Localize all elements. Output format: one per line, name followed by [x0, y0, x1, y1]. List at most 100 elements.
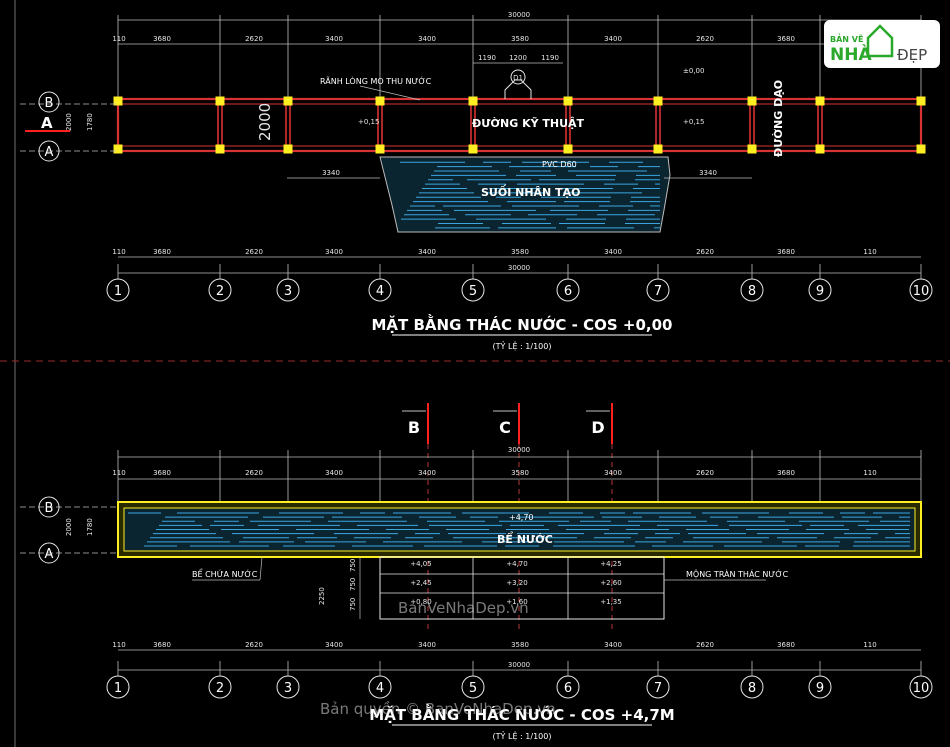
dim-3340-right: 3340	[699, 169, 717, 177]
dimension-label: 3580	[511, 641, 529, 649]
dimension-label: 2620	[696, 248, 714, 256]
plan1-title: MẶT BẰNG THÁC NƯỚC - COS +0,00	[372, 313, 673, 334]
axis-circle	[909, 278, 933, 302]
axis-circle	[808, 278, 832, 302]
dimension-label: 3680	[777, 641, 795, 649]
column	[653, 96, 663, 106]
axis-number-label: 1	[114, 284, 122, 299]
dimension-label: 3400	[604, 641, 622, 649]
dimension-label: 3400	[604, 469, 622, 477]
axis-circle	[208, 278, 232, 302]
elev-4-05: +4,05	[410, 560, 431, 568]
dimension-label: 110	[112, 35, 125, 43]
dimension-label: 3580	[511, 248, 529, 256]
dimension-label: 3680	[153, 641, 171, 649]
axis-circle	[368, 278, 392, 302]
house-icon	[866, 24, 894, 58]
dimension-label: 3680	[777, 469, 795, 477]
axis-circle	[208, 675, 232, 699]
axis-number-label: 6	[564, 681, 572, 696]
walkway-label: ĐƯỜNG DẠO	[772, 80, 785, 157]
axis-circle	[740, 675, 764, 699]
axis-number-label: 4	[376, 284, 384, 299]
dimension-label: 2620	[245, 35, 263, 43]
axis-number-label: 10	[913, 681, 930, 696]
detail-tag	[510, 69, 526, 85]
column	[215, 96, 225, 106]
dimension-label: 3680	[153, 248, 171, 256]
watermark-bottom: Bản quyền © BanVeNhaDep.vn	[320, 700, 556, 718]
elev-4-70: +4,70	[506, 560, 527, 568]
column	[916, 96, 926, 106]
elev-2-60: +2,60	[600, 579, 621, 587]
dimension-label: 110	[112, 641, 125, 649]
dimension-label: 2620	[245, 641, 263, 649]
dimension-label: 3580	[511, 35, 529, 43]
ditch-label: RÃNH LÒNG MO THU NƯỚC	[320, 75, 432, 86]
section-a-letter: A	[41, 114, 53, 132]
watermark-center: BanVeNhaDep.vn	[398, 599, 529, 617]
axis-number-label: 3	[284, 681, 292, 696]
axis-number-label: 5	[469, 681, 477, 696]
basin-label: BỂ CHỨA NƯỚC	[192, 567, 258, 579]
dim-3340-left: 3340	[322, 169, 340, 177]
dimension-label: 3400	[418, 641, 436, 649]
elev-3-20: +3,20	[506, 579, 527, 587]
span-dimension: 2000	[256, 103, 274, 141]
elevation-left: +0,15	[358, 118, 379, 126]
axis-number-label: 8	[748, 681, 756, 696]
axis-circle	[646, 278, 670, 302]
dimension-label: 110	[863, 248, 876, 256]
column	[747, 144, 757, 154]
plan2-scale: (TỶ LỆ : 1/100)	[493, 730, 552, 742]
column	[815, 144, 825, 154]
dim-2250: 2250	[318, 587, 326, 605]
dimension-label: 3400	[325, 35, 343, 43]
axis-a-label: A	[45, 145, 54, 160]
span-dimension-left: 2000	[65, 113, 73, 131]
dim-1190-left: 1190	[478, 54, 496, 62]
axis-circle	[461, 675, 485, 699]
dim-750-b: 750	[349, 578, 357, 591]
dim-750-a: 750	[349, 559, 357, 572]
dimension-label: 110	[863, 641, 876, 649]
pool-label: BỂ NƯỚC	[497, 531, 553, 546]
dimension-label: 3580	[511, 469, 529, 477]
dimension-label: 3400	[325, 641, 343, 649]
logo-text-1: BẢN VẼ	[830, 33, 863, 44]
column	[113, 144, 123, 154]
section-mark-letter: D	[591, 418, 604, 437]
gate-arch	[504, 79, 532, 99]
axis-circle	[276, 278, 300, 302]
axis-number-label: 2	[216, 284, 224, 299]
plan1-scale: (TỶ LỆ : 1/100)	[493, 340, 552, 352]
section-mark-letter: C	[499, 418, 511, 437]
elev-1-35: +1,35	[600, 598, 621, 606]
total-dimension-bottom-2: 30000	[508, 661, 530, 669]
axis-number-label: 3	[284, 284, 292, 299]
axis-number-label: 8	[748, 284, 756, 299]
dimension-label: 2620	[245, 248, 263, 256]
dimension-label: 2620	[696, 641, 714, 649]
dim-1780: 1780	[86, 113, 94, 131]
axis-number-label: 9	[816, 681, 824, 696]
pool-elevation: +4,70	[509, 513, 534, 522]
logo-text-2: NHÀ	[830, 43, 872, 65]
weir-label: MỘNG TRÀN THÁC NƯỚC	[686, 568, 789, 579]
axis-a-label-2: A	[45, 547, 54, 562]
total-dimension-top-2: 30000	[508, 446, 530, 454]
site-logo: BẢN VẼ NHÀ ĐẸP	[824, 20, 940, 68]
dim-1190-right: 1190	[541, 54, 559, 62]
column	[375, 96, 385, 106]
dim-750-c: 750	[349, 598, 357, 611]
dimension-label: 2620	[696, 35, 714, 43]
axis-number-label: 10	[913, 284, 930, 299]
axis-circle	[106, 278, 130, 302]
axis-circle	[740, 278, 764, 302]
dimension-label: 2620	[696, 469, 714, 477]
column	[563, 144, 573, 154]
axis-circle	[368, 675, 392, 699]
dimension-label: 3400	[604, 35, 622, 43]
